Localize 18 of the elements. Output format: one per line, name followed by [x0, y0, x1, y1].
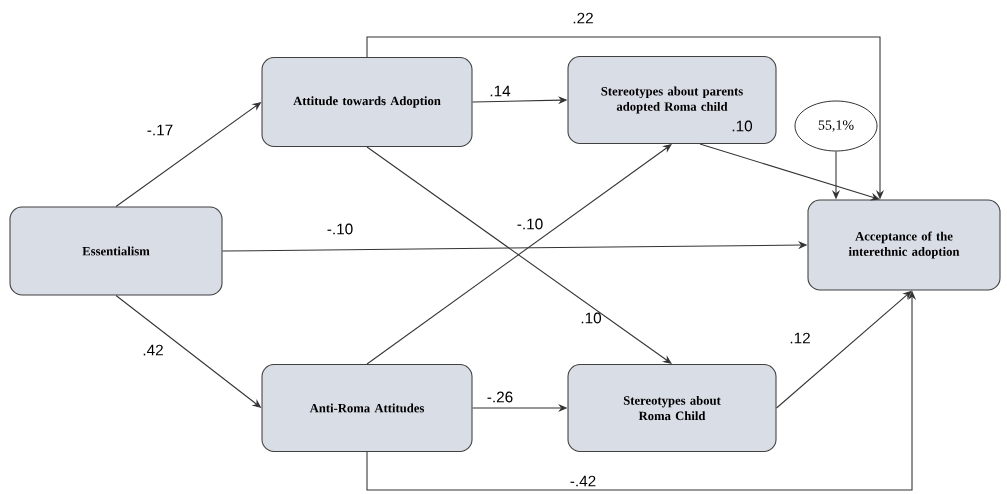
edge-label: -.42 — [570, 475, 596, 487]
edge-label: -.26 — [487, 391, 513, 403]
edge-label: .22 — [573, 12, 593, 24]
edge-label: -.17 — [147, 124, 173, 136]
arrow — [776, 290, 912, 409]
edge-label: .10 — [732, 120, 753, 132]
edge-label: -.10 — [517, 218, 543, 230]
process-box: Essentialism — [9, 206, 223, 296]
arrow — [699, 143, 880, 201]
process-box: Anti-Roma Attitudes — [261, 363, 473, 453]
edge-label: -.10 — [327, 223, 353, 235]
edge-label: .42 — [143, 344, 163, 356]
edge-label: .14 — [490, 85, 511, 97]
process-box: Acceptance of the interethnic adoption — [807, 199, 1001, 291]
process-box: Attitude towards Adoption — [261, 56, 473, 148]
edge-label: .12 — [790, 332, 810, 344]
edge-label: .10 — [581, 312, 602, 324]
process-box: Stereotypes about Roma Child — [567, 363, 777, 453]
